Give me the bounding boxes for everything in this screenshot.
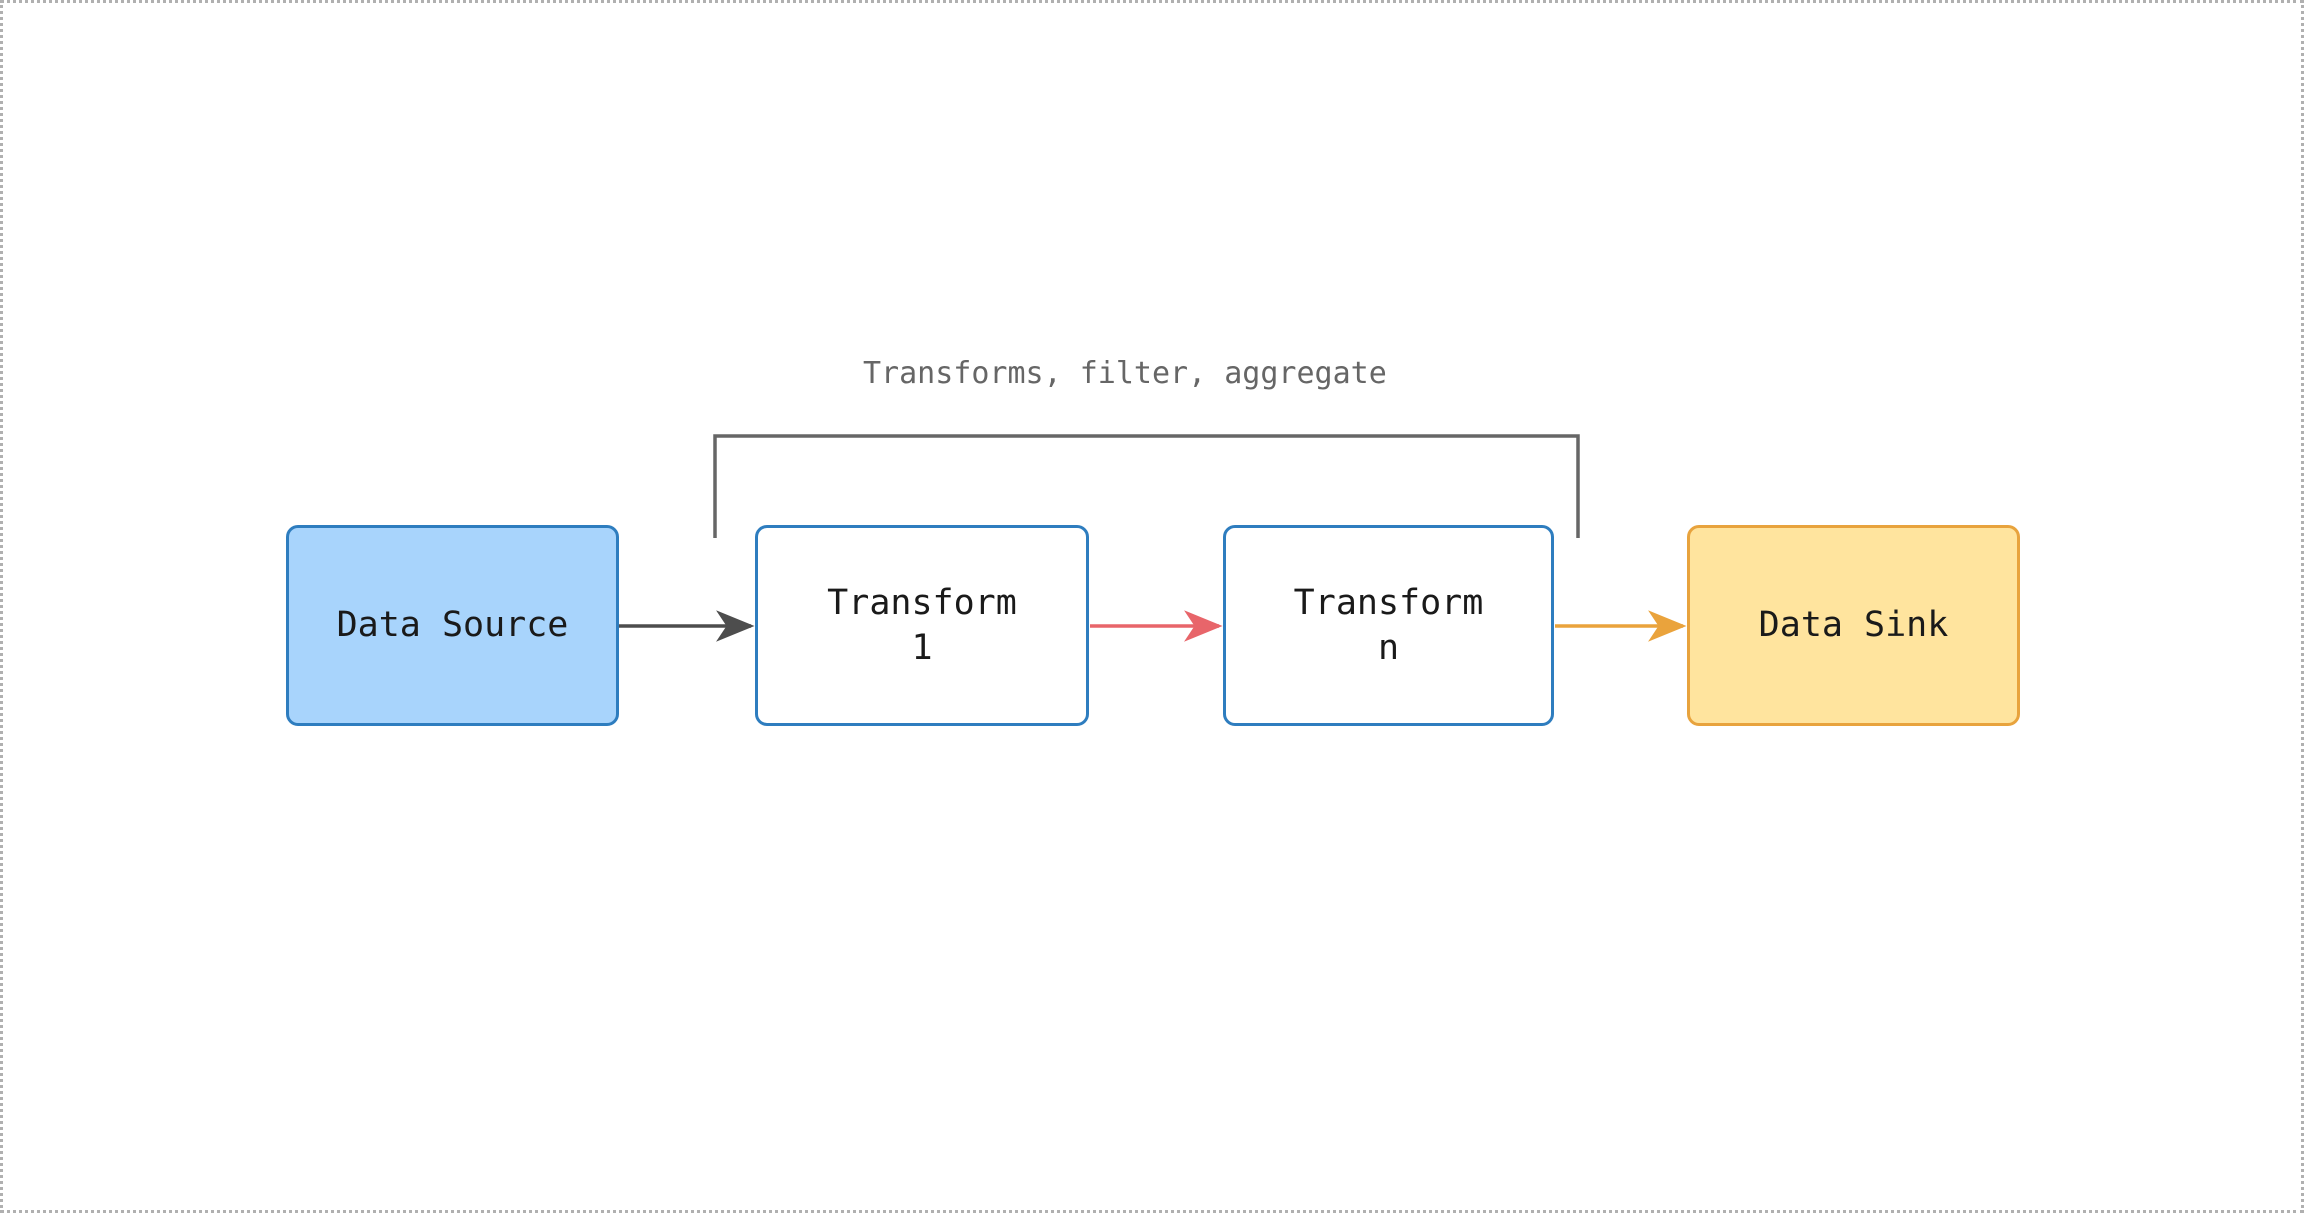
- diagram-connectors-layer: [619, 434, 1687, 642]
- node-transform-1[interactable]: Transform 1: [755, 525, 1089, 726]
- node-data-sink[interactable]: Data Sink: [1687, 525, 2020, 726]
- group-bracket: [713, 434, 1580, 538]
- node-data-source[interactable]: Data Source: [286, 525, 619, 726]
- group-bracket-label: Transforms, filter, aggregate: [863, 356, 1387, 391]
- node-transform-n[interactable]: Transform n: [1223, 525, 1554, 726]
